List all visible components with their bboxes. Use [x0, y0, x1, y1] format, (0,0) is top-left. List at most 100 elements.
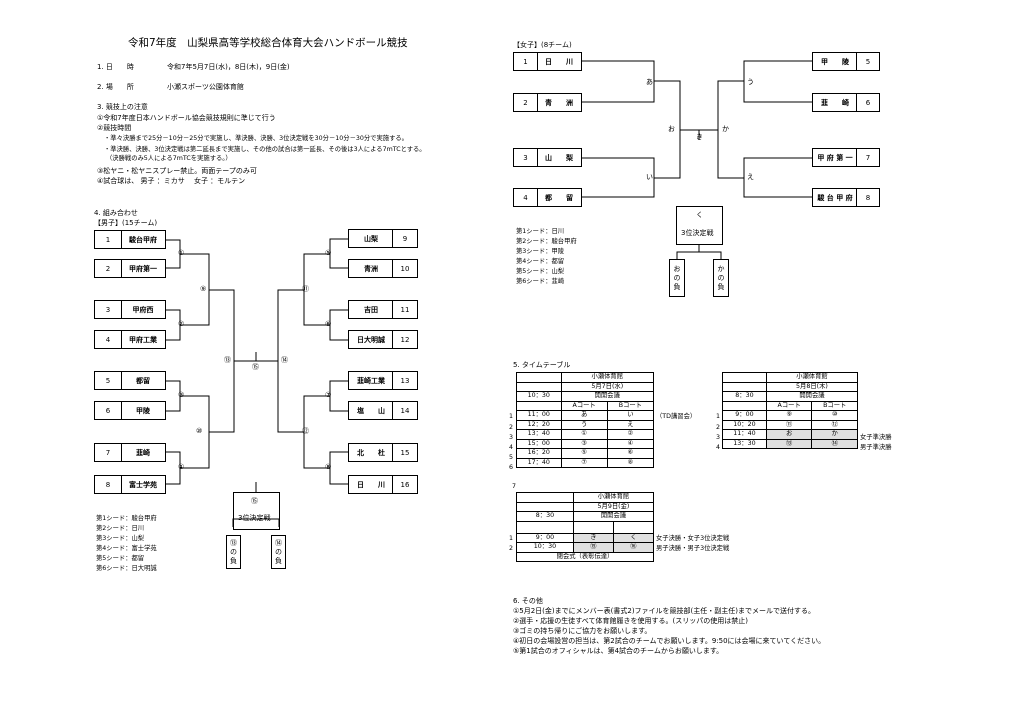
table-note: （TD講習会）	[656, 413, 697, 420]
other-item: ⑤第1試合のオフィシャルは、第4試合のチームからお願いします。	[513, 647, 724, 655]
page-title: 令和7年度 山梨県高等学校総合体育大会ハンドボール競技	[128, 37, 408, 49]
game-label: い	[646, 173, 653, 181]
timetable-heading: 5. タイムテーブル	[513, 361, 571, 369]
row-index: 5	[509, 454, 514, 461]
game-label: あ	[646, 78, 653, 86]
row-index: 4	[716, 444, 721, 451]
game-label: ②	[178, 320, 185, 328]
game-label: ⑭	[281, 356, 288, 364]
row-index: 1	[509, 413, 514, 420]
table-note: 女子準決勝	[860, 434, 892, 441]
game-label: ④	[178, 463, 185, 471]
note-line: ・準々決勝まで25分－10分－25分で実施し、準決勝、決勝、3位決定戦を30分－…	[104, 135, 408, 142]
row-index: 2	[509, 424, 514, 431]
note-line: ②競技時間	[97, 124, 132, 132]
seed-line: 第4シード：富士学苑	[96, 545, 157, 552]
note-line: ④試合球は、 男子 ：ミカサ 女子 ：モルテン	[97, 177, 246, 185]
seed-line: 第3シード：甲陵	[516, 248, 565, 255]
game-label: え	[747, 173, 754, 181]
table-note: 男子決勝・男子3位決定戦	[656, 545, 730, 552]
row-index: 6	[509, 464, 514, 471]
seed-line: 第4シード：都留	[516, 258, 565, 265]
seed-line: 第6シード：韮崎	[516, 278, 565, 285]
seed-line: 第5シード：都留	[96, 555, 145, 562]
row-index: 3	[716, 434, 721, 441]
third-place-box: ⑮ 3位決定戦	[233, 492, 280, 530]
date-label: 1. 日 時	[97, 63, 134, 71]
place-label: 2. 場 所	[97, 83, 134, 91]
place-value: 小瀬スポーツ公園体育館	[167, 83, 244, 91]
seed-line: 第6シード：日大明誠	[96, 565, 157, 572]
other-heading: 6. その他	[513, 597, 543, 605]
seed-line: 第1シード：駿台甲府	[96, 515, 157, 522]
table-note: 男子準決勝	[860, 444, 892, 451]
game-label: ⑨	[200, 285, 207, 293]
other-item: ④初日の会場設営の担当は、第2試合のチームでお願いします。9:50には会場に来て…	[513, 637, 826, 645]
third-place-slot: かの負	[713, 259, 729, 297]
note-line: （決勝戦のみ5人による7mTCを実施する。）	[106, 155, 232, 162]
game-label: か	[722, 125, 729, 133]
game-label: ⑧	[325, 463, 332, 471]
other-item: ②選手・応援の生徒すべて体育館履きを使用する。(スリッパの使用は禁止)	[513, 617, 748, 625]
game-label: ①	[178, 249, 185, 257]
row-index: 2	[716, 424, 721, 431]
row-index: 4	[509, 444, 514, 451]
game-label: ③	[178, 391, 185, 399]
third-place-slot: ⑭の負	[271, 535, 286, 569]
table-mark: 7	[512, 483, 517, 490]
men-label: 【男子】(15チーム)	[94, 219, 158, 227]
game-label: ⑫	[302, 427, 309, 435]
notes-heading: 3. 競技上の注意	[97, 103, 148, 111]
note-line: ・準決勝、決勝、3位決定戦は第二延長まで実施し、その他の試合は第一延長、その後は…	[104, 146, 426, 153]
game-label: ⑤	[325, 249, 332, 257]
note-line: ③松ヤニ・松ヤニスプレー禁止。両面テープのみ可	[97, 167, 257, 175]
women-label: 【女子】(8チーム)	[513, 41, 572, 49]
game-label: き	[696, 133, 703, 141]
third-place-slot: おの負	[669, 259, 685, 297]
seed-line: 第3シード：山梨	[96, 535, 145, 542]
seed-line: 第1シード：日川	[516, 228, 565, 235]
table-note: 女子決勝・女子3位決定戦	[656, 535, 730, 542]
game-label: う	[747, 78, 754, 86]
other-item: ③ゴミの持ち帰りにご協力をお願いします。	[513, 627, 652, 635]
game-label: ⑪	[302, 285, 309, 293]
row-index: 1	[509, 535, 514, 542]
note-line: ①令和7年度日本ハンドボール協会競技規則に準じて行う	[97, 114, 276, 122]
third-place-slot: ⑬の負	[226, 535, 241, 569]
third-place-box: く 3位決定戦	[676, 206, 723, 245]
bracket-heading: 4. 組み合わせ	[94, 209, 138, 217]
game-label: お	[668, 125, 675, 133]
game-label: ⑦	[325, 391, 332, 399]
game-label: ⑥	[325, 320, 332, 328]
game-label: ⑩	[196, 427, 203, 435]
row-index: 3	[509, 434, 514, 441]
seed-line: 第2シード：日川	[96, 525, 145, 532]
row-index: 1	[716, 413, 721, 420]
row-index: 2	[509, 545, 514, 552]
